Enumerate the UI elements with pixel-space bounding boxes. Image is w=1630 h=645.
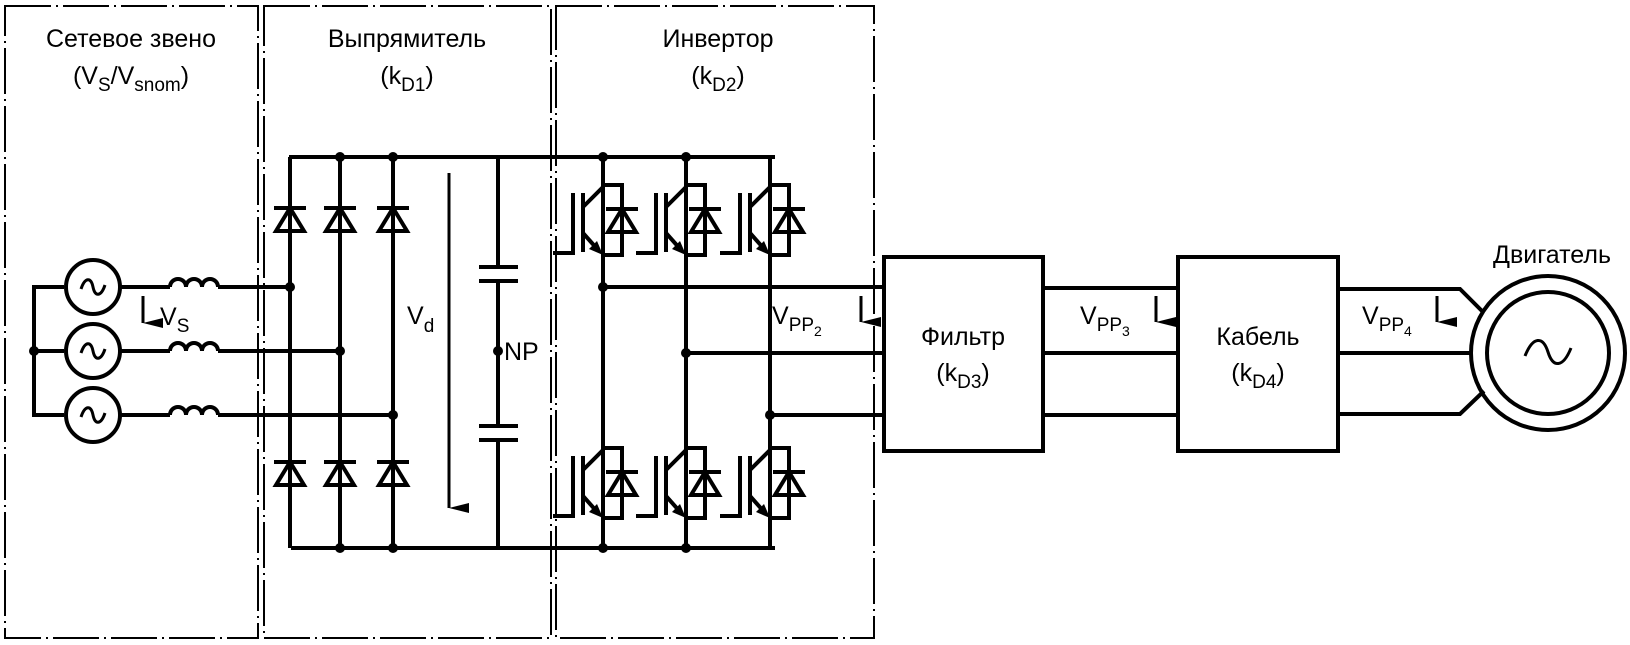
np-label: NP: [504, 338, 539, 366]
rectifier-section-frame: [263, 5, 552, 639]
diode-icon: [771, 205, 807, 234]
ac-wave-icon: [79, 406, 107, 424]
diode-icon: [272, 458, 308, 487]
output-lines: [603, 285, 1486, 417]
junction-node: [388, 410, 398, 420]
igbt-module: [720, 445, 807, 520]
junction-node: [285, 282, 295, 292]
gate-terminal: [720, 456, 742, 518]
diode-icon: [322, 458, 358, 487]
inductor-icon: [168, 277, 220, 288]
cable-block: Кабель (kD4): [1176, 255, 1340, 453]
diode-icon: [604, 205, 640, 234]
grid-section-frame: [4, 5, 259, 639]
grid-circuit: VS: [29, 258, 393, 444]
diode-icon: [375, 458, 411, 487]
motor-title: Двигатель: [1493, 241, 1611, 269]
grid-section-param: (VS/Vsnom): [73, 62, 189, 96]
junction-node: [388, 543, 398, 553]
diode-icon: [687, 205, 723, 234]
inverter-section-title: Инвертор: [662, 25, 773, 53]
diode-icon: [272, 204, 308, 233]
vpp2-label: VPP2: [772, 302, 822, 339]
ac-source: [64, 322, 340, 380]
motor-outer-circle: [1469, 274, 1627, 432]
igbt-module: [553, 182, 640, 257]
gate-terminal: [636, 193, 658, 255]
motor-inner-circle: [1485, 290, 1611, 416]
vs-label: VS: [160, 303, 189, 337]
dc-link: Vd NP: [407, 157, 539, 548]
igbt-module: [636, 445, 723, 520]
cable-param: (kD4): [1231, 359, 1284, 393]
gate-terminal: [636, 456, 658, 518]
gate-terminal: [553, 193, 575, 255]
cable-title: Кабель: [1216, 323, 1299, 351]
junction-node: [335, 543, 345, 553]
grid-section-title: Сетевое звено: [46, 25, 216, 53]
filter-param: (kD3): [936, 359, 989, 393]
motor: Двигатель: [1469, 241, 1627, 432]
junction-node: [335, 346, 345, 356]
star-node: [29, 346, 39, 356]
junction-node: [681, 543, 691, 553]
ac-wave-icon: [79, 342, 107, 360]
inductor-icon: [168, 405, 220, 416]
vpp4-label: VPP4: [1362, 302, 1412, 339]
junction-node: [598, 152, 608, 162]
diode-icon: [771, 468, 807, 497]
junction-node: [681, 152, 691, 162]
junction-node: [598, 543, 608, 553]
igbt-module: [553, 445, 640, 520]
filter-block: Фильтр (kD3): [882, 255, 1045, 453]
ac-wave-icon: [79, 278, 107, 296]
igbt-module: [720, 182, 807, 257]
rectifier-circuit: [272, 152, 775, 553]
vd-label: Vd: [407, 302, 434, 337]
inverter-section-frame: [555, 5, 875, 639]
diode-icon: [604, 468, 640, 497]
gate-terminal: [553, 456, 575, 518]
diode-icon: [687, 468, 723, 497]
inverter-section-param: (kD2): [691, 62, 744, 96]
ac-source: [64, 386, 393, 444]
diode-icon: [322, 204, 358, 233]
junction-node: [388, 152, 398, 162]
inductor-icon: [168, 341, 220, 352]
igbt-module: [636, 182, 723, 257]
rectifier-section-param: (kD1): [380, 62, 433, 96]
ac-source: [64, 258, 290, 316]
rectifier-section-title: Выпрямитель: [328, 25, 486, 53]
filter-title: Фильтр: [921, 323, 1005, 351]
np-node: [493, 346, 503, 356]
diode-icon: [375, 204, 411, 233]
gate-terminal: [720, 193, 742, 255]
ac-wave-icon: [1523, 339, 1573, 365]
junction-node: [335, 152, 345, 162]
vpp3-label: VPP3: [1080, 302, 1130, 339]
